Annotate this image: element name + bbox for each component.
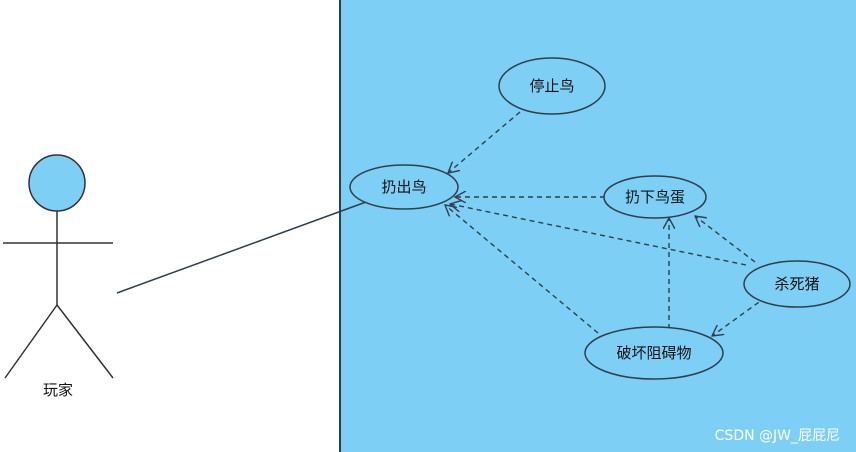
dep-stop-bird-to-throw-bird (448, 111, 521, 173)
use-case-kill-pig-label: 杀死猪 (774, 275, 819, 293)
use-case-destroy-obstacle-label: 破坏阻碍物 (616, 344, 691, 362)
actor-head (28, 154, 86, 212)
use-case-throw-bird-label: 扔出鸟 (381, 178, 426, 196)
use-case-drop-egg-label: 扔下鸟蛋 (625, 188, 685, 206)
use-case-kill-pig: 杀死猪 (743, 260, 851, 308)
dep-kill-pig-to-destroy (712, 296, 767, 336)
use-case-destroy-obstacle: 破坏阻碍物 (584, 326, 724, 380)
dep-destroy-to-throw-bird (445, 205, 599, 334)
association-player-throw-bird (116, 201, 367, 294)
use-case-stop-bird: 停止鸟 (498, 57, 606, 115)
watermark: CSDN @JW_屁屁尼 (715, 428, 840, 444)
dep-kill-pig-to-drop-egg (695, 216, 756, 263)
system-boundary (339, 0, 856, 452)
use-case-throw-bird: 扔出鸟 (349, 164, 459, 210)
actor-player: 玩家 (3, 154, 114, 399)
actor-left-leg (4, 304, 58, 379)
use-case-drop-egg: 扔下鸟蛋 (603, 175, 707, 219)
use-case-stop-bird-label: 停止鸟 (529, 77, 574, 95)
actor-label: 玩家 (43, 381, 73, 399)
actor-right-leg (56, 304, 114, 379)
